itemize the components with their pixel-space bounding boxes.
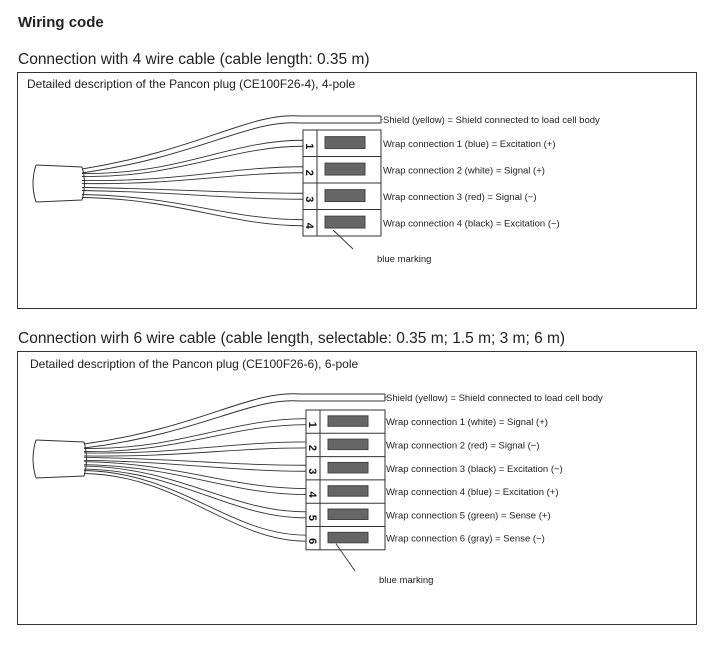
wire-edge-4 xyxy=(81,197,304,227)
shield-label: Shield (yellow) = Shield connected to lo… xyxy=(386,393,603,404)
pin-label-2: Wrap connection 2 (white) = Signal (+) xyxy=(383,165,545,176)
pin-contact-1 xyxy=(327,415,369,427)
shield-wire xyxy=(83,393,385,445)
wire-edge-2 xyxy=(83,447,307,457)
pin-number-1: 1 xyxy=(306,422,318,428)
wire-1 xyxy=(81,139,304,174)
wire-3 xyxy=(83,456,307,466)
wire-edge-4 xyxy=(83,464,307,495)
pin-contact-1 xyxy=(324,136,366,150)
wiring-group-2: Shield (yellow) = Shield connected to lo… xyxy=(32,393,603,586)
pin-contact-3 xyxy=(327,461,369,474)
page-title: Wiring code xyxy=(18,14,104,31)
pin-label-4: Wrap connection 4 (black) = Excitation (… xyxy=(383,218,560,229)
wire-edge-2 xyxy=(81,172,304,185)
marking-leader xyxy=(335,543,356,572)
pin-number-6: 6 xyxy=(306,538,318,544)
shield-wire-edge xyxy=(81,122,381,174)
wire-edge-3 xyxy=(83,459,307,472)
cable-end xyxy=(32,164,37,203)
pin-label-3: Wrap connection 3 (black) = Excitation (… xyxy=(386,464,563,475)
section-heading-6-wire: Connection wirh 6 wire cable (cable leng… xyxy=(18,330,566,347)
wire-6 xyxy=(83,470,307,536)
wire-edge-3 xyxy=(81,190,304,200)
wire-4 xyxy=(81,194,304,221)
wire-edge-6 xyxy=(83,473,307,542)
section-heading-4-wire: Connection with 4 wire cable (cable leng… xyxy=(18,51,370,68)
shield-wire xyxy=(81,115,381,170)
wire-3 xyxy=(81,187,304,194)
pin-number-2: 2 xyxy=(303,170,315,176)
pin-contact-2 xyxy=(327,438,369,451)
panel-caption-6-wire: Detailed description of the Pancon plug … xyxy=(30,357,359,371)
cable-end xyxy=(32,439,37,479)
pin-contact-4 xyxy=(327,485,369,497)
wire-2 xyxy=(83,441,307,454)
shield-wire-edge xyxy=(83,400,385,449)
pin-number-4: 4 xyxy=(303,223,315,230)
wire-5 xyxy=(83,465,307,513)
pin-label-4: Wrap connection 4 (blue) = Excitation (+… xyxy=(386,487,559,498)
pin-contact-6 xyxy=(327,531,369,544)
pin-label-2: Wrap connection 2 (red) = Signal (−) xyxy=(386,440,539,451)
pin-number-3: 3 xyxy=(303,196,315,202)
pin-label-5: Wrap connection 5 (green) = Sense (+) xyxy=(386,510,551,521)
pin-label-1: Wrap connection 1 (blue) = Excitation (+… xyxy=(383,139,556,150)
pin-number-3: 3 xyxy=(306,468,318,474)
shield-label: Shield (yellow) = Shield connected to lo… xyxy=(383,115,600,126)
marking-label: blue marking xyxy=(377,254,431,265)
pin-number-1: 1 xyxy=(303,143,315,149)
pin-number-2: 2 xyxy=(306,445,318,451)
wiring-group-1: Shield (yellow) = Shield connected to lo… xyxy=(32,115,600,265)
pin-contact-4 xyxy=(324,215,366,229)
pin-number-4: 4 xyxy=(306,491,318,498)
wire-edge-1 xyxy=(81,145,304,177)
pin-number-5: 5 xyxy=(306,515,318,521)
wire-edge-5 xyxy=(83,468,307,519)
pin-contact-2 xyxy=(324,162,366,176)
wire-4 xyxy=(83,461,307,489)
wire-1 xyxy=(83,418,307,449)
marking-label: blue marking xyxy=(379,575,433,586)
pin-contact-5 xyxy=(327,508,369,521)
pin-label-1: Wrap connection 1 (white) = Signal (+) xyxy=(386,417,548,428)
wire-2 xyxy=(81,166,304,182)
wire-edge-1 xyxy=(83,424,307,452)
panel-caption-4-wire: Detailed description of the Pancon plug … xyxy=(27,77,356,91)
cable-jacket xyxy=(35,164,85,203)
marking-leader xyxy=(332,229,354,250)
pin-contact-3 xyxy=(324,189,366,203)
pin-label-6: Wrap connection 6 (gray) = Sense (−) xyxy=(386,534,545,545)
pin-label-3: Wrap connection 3 (red) = Signal (−) xyxy=(383,192,536,203)
cable-jacket xyxy=(35,439,87,479)
